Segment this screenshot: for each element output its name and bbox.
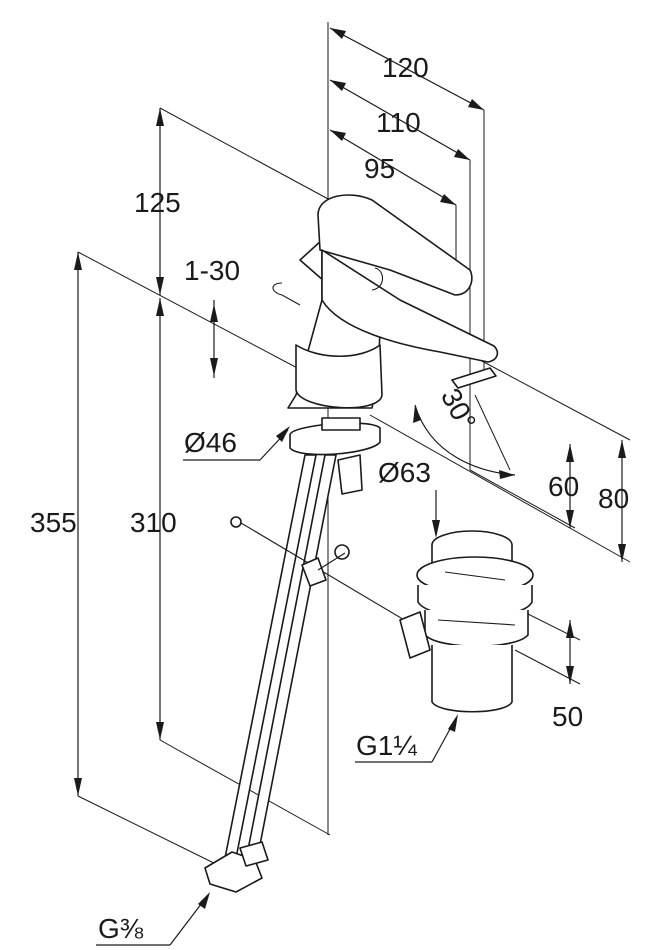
- dim-spout-clearance: 60: [548, 471, 579, 502]
- spout-angle-indicator: [413, 394, 516, 479]
- dim-lever-angle-range: 1-30: [184, 255, 240, 286]
- dim-waste-thread: G1¼: [356, 730, 417, 761]
- dim-height-total: 355: [30, 507, 77, 538]
- dim-height-top-offset: 125: [134, 187, 181, 218]
- dim-waste-height: 50: [552, 701, 583, 732]
- dim-base-diameter: Ø46: [184, 427, 237, 458]
- dim-waste-diameter: Ø63: [378, 457, 431, 488]
- faucet-body: [272, 194, 499, 409]
- dim-width-mid: 110: [376, 107, 421, 138]
- waste-drain: [399, 530, 534, 713]
- dim-width-overall: 120: [382, 52, 429, 83]
- extension-lines: [77, 22, 631, 871]
- dim-spout-height: 80: [598, 483, 629, 514]
- horizontal-dimensions: [329, 27, 485, 206]
- leader-lines: [96, 426, 458, 946]
- dim-supply-thread: G⅜: [98, 913, 144, 944]
- dim-height-lower: 310: [130, 507, 177, 538]
- faucet-base: [289, 417, 381, 495]
- dimension-labels: 120 110 95 125 1-30 355 310 60 80 50 Ø46…: [30, 52, 629, 944]
- right-dimensions: [566, 440, 626, 684]
- supply-hoses: [204, 454, 337, 893]
- vertical-dimensions: [74, 108, 218, 796]
- dim-spout-angle: 30°: [435, 383, 482, 435]
- dim-width-short: 95: [364, 153, 395, 184]
